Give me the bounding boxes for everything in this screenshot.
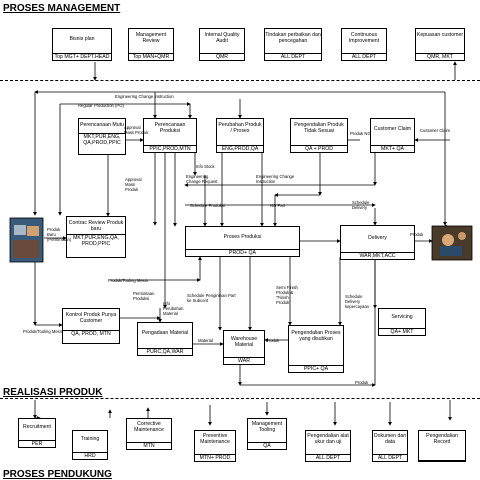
section-realisasi-produk: REALISASI PRODUK (3, 387, 103, 398)
label-approval-mass: Approval Mass Produk (124, 125, 149, 135)
label-produk-tooling-2: Produk/Tooling Mesin (23, 329, 64, 334)
label-schedule-delivery: Schedule Delivery (352, 200, 370, 210)
label-schedule-produksi: Schedule Produksi (190, 203, 225, 208)
box-pengadaan-material: Pengadaan Material PURC,QA,WAR (137, 322, 193, 356)
box-perubahan-produk: Perubahan Produk / Proses ENG,PROD,QA (216, 118, 264, 153)
label-permintaan-produksi: Permintaan Produksi (133, 291, 155, 301)
mgmt-box-management-review: Management Review Top MAN+QMR (128, 28, 174, 61)
box-contract-review: Contrac Review Produk baru MKT,PUR,ENG,Q… (66, 216, 126, 258)
box-perencanaan-mutu: Perencanaan Mutu MKT,PUR,ENG, QA,PROD,PP… (78, 118, 126, 155)
label-produk-baru: Produk Baru (Permintaan) (47, 227, 72, 242)
label-produk: Produk (410, 232, 424, 237)
section-proses-management: PROSES MANAGEMENT (3, 3, 121, 14)
label-customer-claim: Customer Claim (420, 128, 451, 133)
section-divider-middle (0, 398, 480, 399)
box-perencanaan-produksi: Perencanaan Produksi PPIC,PROD,MTN (143, 118, 197, 153)
label-regular-po: Regular Production (PO) (78, 103, 124, 108)
label-material: Material (198, 338, 213, 343)
support-box-preventive-maintenance: Preventive Maintenance MTN+ PROD (194, 430, 236, 462)
box-pengendalian-proses-disubkan: Pengendalian Proses yang disubkan PPIC+ … (288, 325, 344, 373)
support-box-corrective-maintenance: Corrective Maintenance MTN (126, 418, 172, 450)
box-warehouse-material: Warehouse Material WAR (223, 330, 265, 365)
section-proses-pendukung: PROSES PENDUKUNG (3, 469, 112, 480)
section-divider-top (0, 80, 480, 81)
label-approval-mass-2: Approval Mass Produk (125, 177, 142, 192)
mgmt-box-tindakan-perbaikan: Tindakan perbaikan dan pencegahan ALL DE… (264, 28, 322, 61)
label-produk-ng: Produk NG (350, 131, 371, 136)
box-customer-claim: Customer Claim MKT+ QA (370, 118, 415, 153)
label-eng-change-request: Engineering Change Request (186, 174, 218, 184)
label-eng-change: Engineering Change Instruction (115, 94, 174, 99)
label-semi-finish: Semi Finish Produk & "Finish Produk" (276, 285, 298, 305)
box-proses-produksi: Proses Produksi PROD+ QA (185, 226, 300, 257)
label-ng-part: NG Part (270, 203, 286, 208)
label-produk-3: Produk (355, 380, 369, 385)
label-schedule-pengiriman: Schedule Pengiriman Part ke Subcont (187, 293, 236, 303)
support-box-management-tooling: Management Tooling QA (247, 418, 287, 450)
label-schedule-delivery-kepercayaan: Schedule Delivery kepercayaan (345, 294, 369, 309)
label-info-perubahan: Info Perubahan Material (163, 301, 184, 316)
box-pengendalian-produk-tidak-sesuai: Pengendalian Produk Tidak Sesuai QA + PR… (290, 118, 348, 153)
support-box-pengendalian-record: Pengendalian Record (418, 430, 466, 462)
mgmt-box-continuous-improvement: Continuous Improvement ALL DEPT (341, 28, 387, 61)
support-box-pengendalian-alat-ukur: Pengendalian alat ukur dan uji ALL DEPT (305, 430, 351, 462)
label-info-stock: Info Stock (196, 164, 215, 169)
box-servicing: Servicing QA+ MKT (378, 308, 426, 336)
label-produk-2: Produk (266, 338, 280, 343)
box-delivery: Delivery WAR,MKT,ACC (340, 225, 415, 260)
mgmt-box-bisnis-plan: Bisnis plan Top MGT+ DEPT.HEAD (52, 28, 112, 61)
label-produk-tooling: Produk/Tooling Mesin (108, 278, 149, 283)
box-kontrol-produk-customer: Kontrol Produk Punya Customer QA, PROD, … (62, 308, 120, 344)
mgmt-box-internal-quality-audit: Internal Quality Audit QMR (199, 28, 245, 61)
support-box-training: Training HRD (72, 430, 108, 460)
label-eng-change-instruction: Engineering Change Instruction (256, 174, 295, 184)
support-box-recruitment: Recruitment PER (18, 418, 56, 448)
support-box-dokumen-data: Dokumen dan data ALL DEPT (372, 430, 408, 462)
mgmt-box-kepuasan-customer: Kepuasan customer QMR, MKT (415, 28, 465, 61)
